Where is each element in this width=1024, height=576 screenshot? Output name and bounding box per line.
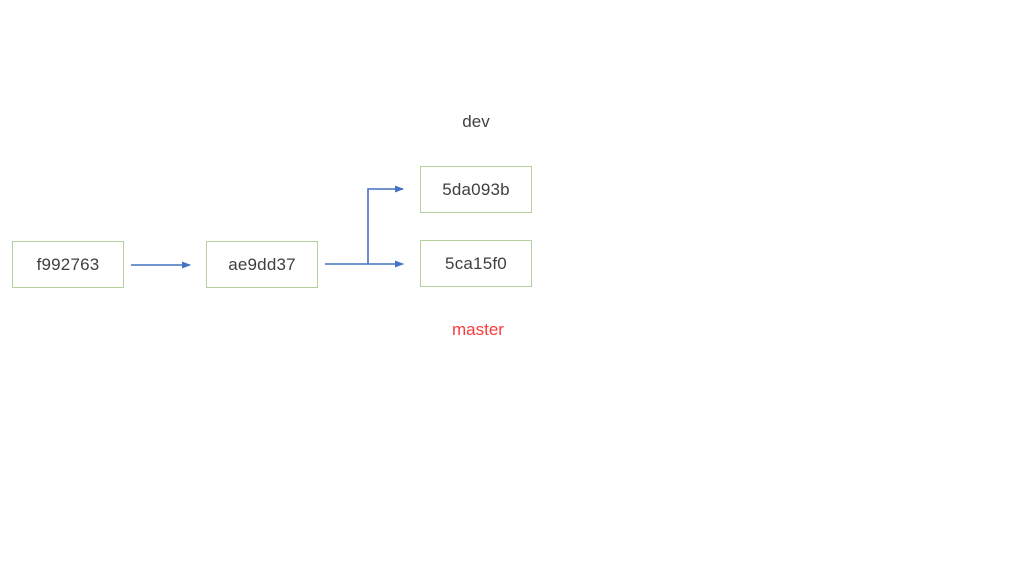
commit-node-5da093b: 5da093b	[420, 166, 532, 213]
commit-node-f992763: f992763	[12, 241, 124, 288]
commit-hash: ae9dd37	[228, 254, 296, 274]
commit-hash: 5da093b	[442, 179, 510, 199]
edge-ae9dd37-5da093b	[367, 185, 404, 264]
commit-hash: 5ca15f0	[445, 253, 507, 273]
commit-node-ae9dd37: ae9dd37	[206, 241, 318, 288]
commit-hash: f992763	[36, 254, 100, 274]
commit-node-5ca15f0: 5ca15f0	[420, 240, 532, 287]
branch-label-master: master	[452, 320, 504, 339]
branch-label-dev: dev	[462, 112, 490, 131]
